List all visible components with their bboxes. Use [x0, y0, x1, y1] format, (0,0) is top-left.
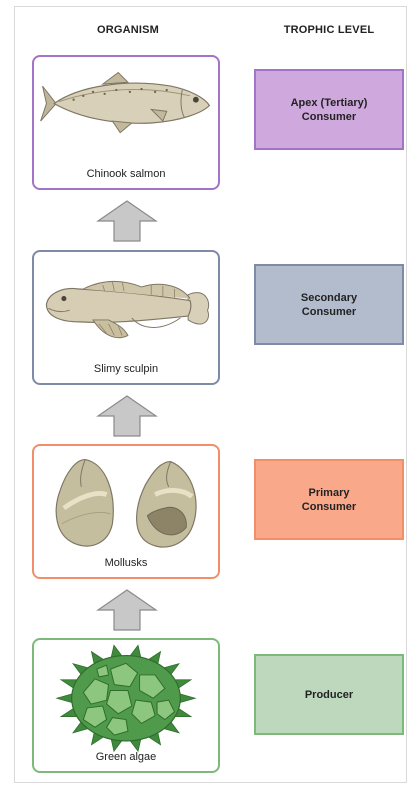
trophic-level-label: Primary Consumer — [301, 486, 357, 513]
organism-label: Chinook salmon — [86, 168, 166, 180]
sculpin-icon — [45, 280, 210, 339]
organism-label: Green algae — [95, 751, 157, 763]
trophic-level-producer: Producer — [254, 654, 404, 735]
organism-box-chinook-salmon: Chinook salmon — [32, 55, 220, 190]
trophic-level-header: TROPHIC LEVEL — [283, 24, 375, 36]
organism-label: Slimy sculpin — [93, 363, 159, 375]
organism-header: ORGANISM — [96, 24, 160, 36]
green-algae-icon — [55, 644, 197, 753]
mollusks-icon — [55, 459, 197, 548]
up-arrow-icon — [96, 589, 158, 631]
up-arrow-icon — [96, 395, 158, 437]
trophic-level-label: Producer — [304, 688, 354, 701]
organism-box-green-algae: Green algae — [32, 638, 220, 773]
trophic-level-label: Apex (Tertiary) Consumer — [290, 96, 368, 123]
organism-box-slimy-sculpin: Slimy sculpin — [32, 250, 220, 385]
organism-label: Mollusks — [104, 557, 148, 569]
trophic-level-label: Secondary Consumer — [300, 291, 358, 318]
trophic-level-primary-consumer: Primary Consumer — [254, 459, 404, 540]
up-arrow-icon — [96, 200, 158, 242]
trophic-level-secondary-consumer: Secondary Consumer — [254, 264, 404, 345]
diagram-frame — [14, 6, 407, 783]
organism-box-mollusks: Mollusks — [32, 444, 220, 579]
salmon-icon — [40, 71, 211, 134]
trophic-level-apex-consumer: Apex (Tertiary) Consumer — [254, 69, 404, 150]
